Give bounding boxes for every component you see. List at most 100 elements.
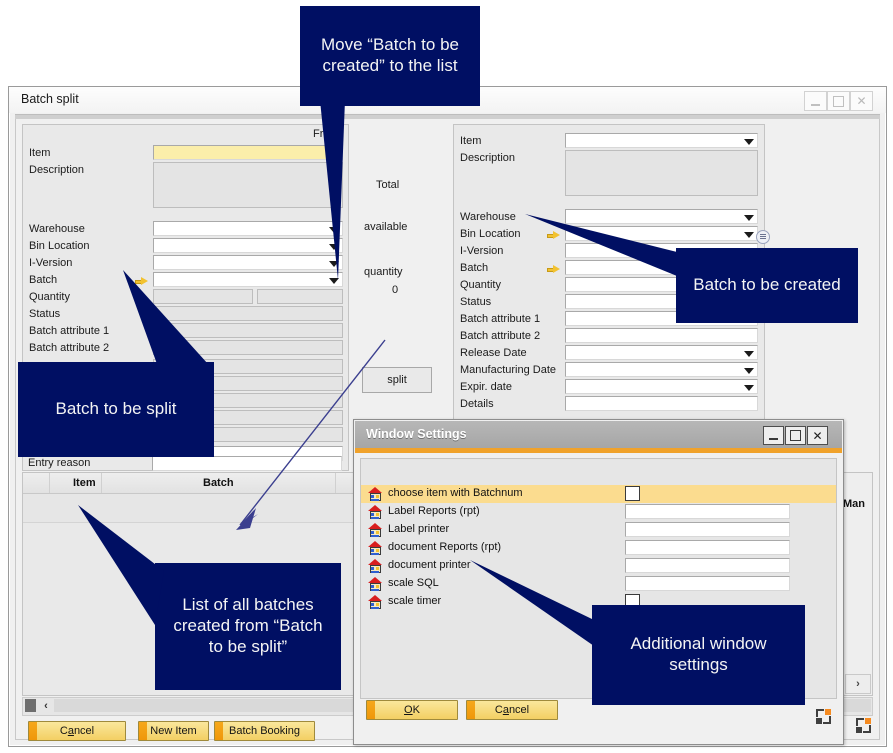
field-manufacturing-date-right: Manufacturing Date (454, 362, 764, 379)
settings-row-label: Label printer (388, 523, 450, 535)
close-icon[interactable]: ✕ (850, 91, 873, 111)
batch-booking-button[interactable]: Batch Booking (214, 721, 315, 741)
settings-row-label-printer[interactable]: Label printer (361, 521, 836, 539)
maximize-icon[interactable] (785, 426, 806, 445)
field-label: Quantity (460, 279, 501, 291)
batch-combo-left[interactable] (153, 272, 343, 287)
split-controls: Total available quantity 0 split (352, 124, 450, 469)
field-label: I-Version (29, 257, 73, 269)
field-expir-date-right: Expir. date (454, 379, 764, 396)
field-label: Batch (29, 274, 58, 286)
settings-row-label: choose item with Batchnum (388, 487, 523, 499)
entry-reason-field-left[interactable] (152, 456, 342, 471)
house-icon (368, 541, 382, 555)
dialog-title: Window Settings (366, 427, 467, 441)
grid-col-man[interactable]: Man (843, 498, 865, 510)
minimize-icon[interactable] (804, 91, 827, 111)
scale-sql-input[interactable] (625, 576, 790, 591)
field-item-left: Item (23, 145, 348, 162)
choose-item-with-batchnum-checkbox[interactable] (625, 486, 640, 501)
field-status-left: Status (23, 306, 348, 323)
quantity-value-left[interactable] (153, 289, 253, 304)
list-circle-icon[interactable] (756, 230, 770, 244)
page-title: Batch split (21, 92, 79, 106)
close-icon[interactable]: ✕ (807, 426, 828, 445)
field-label: Bin Location (29, 240, 90, 252)
scrollbar-grip[interactable] (25, 699, 36, 712)
resize-grip-icon[interactable] (816, 709, 831, 724)
grid-col-item[interactable]: Item (73, 477, 96, 489)
field-label: Batch attribute 1 (460, 313, 541, 325)
manufacturing-date-combo-right[interactable] (565, 362, 758, 377)
grid-col-batch[interactable]: Batch (203, 477, 234, 489)
field-label: Batch (460, 262, 489, 274)
label-printer-input[interactable] (625, 522, 790, 537)
description-textarea-left[interactable] (153, 162, 343, 208)
field-entry-reason-left: Entry reason (22, 455, 347, 472)
total-label: Total (376, 179, 400, 191)
quantity-value: 0 (392, 284, 399, 296)
field-quantity-left: Quantity (23, 289, 348, 306)
scroll-left-button[interactable]: ‹ (44, 699, 48, 712)
split-button[interactable]: split (362, 367, 432, 393)
bin-location-combo-left[interactable] (153, 238, 343, 253)
maximize-icon[interactable] (827, 91, 850, 111)
description-textarea-right[interactable] (565, 150, 758, 196)
settings-row-label-reports[interactable]: Label Reports (rpt) (361, 503, 836, 521)
field-label: Item (29, 147, 51, 159)
chevron-down-icon (329, 278, 339, 284)
field-batch-attr1-left: Batch attribute 1 (23, 323, 348, 340)
i-version-combo-left[interactable] (153, 255, 343, 270)
field-label: Description (29, 164, 85, 176)
label-reports-input[interactable] (625, 504, 790, 519)
yellow-arrow-icon (135, 277, 148, 286)
field-warehouse-left: Warehouse (23, 221, 348, 238)
field-label: Batch attribute 2 (460, 330, 541, 342)
document-printer-input[interactable] (625, 558, 790, 573)
ok-button[interactable]: OK (366, 700, 458, 720)
settings-row-scale-sql[interactable]: scale SQL (361, 575, 836, 593)
expir-date-combo-right[interactable] (565, 379, 758, 394)
minimize-icon[interactable] (763, 426, 784, 445)
grid-scroll-right-button[interactable]: › (845, 674, 871, 694)
settings-row-label: scale SQL (388, 577, 439, 589)
callout-move-batch-arrow (236, 339, 386, 530)
resize-grip-icon[interactable] (856, 718, 871, 733)
chevron-down-icon (744, 232, 754, 238)
field-label: Warehouse (460, 211, 516, 223)
yellow-arrow-icon (547, 231, 560, 240)
settings-row-choose-item-with-batchnum[interactable]: choose item with Batchnum (361, 485, 836, 503)
warehouse-combo-right[interactable] (565, 209, 758, 224)
batch-attr2-field-right[interactable] (565, 328, 758, 343)
cancel-button[interactable]: Cancel (28, 721, 126, 741)
field-warehouse-right: Warehouse (454, 209, 764, 226)
new-item-button[interactable]: New Item (138, 721, 209, 741)
field-batch-attr2-right: Batch attribute 2 (454, 328, 764, 345)
callout-batch-to-be-split: Batch to be split (18, 362, 214, 457)
field-label: Batch attribute 1 (29, 325, 110, 337)
dialog-cancel-button[interactable]: Cancel (466, 700, 558, 720)
accent-bar (355, 448, 842, 453)
settings-row-document-printer[interactable]: document printer (361, 557, 836, 575)
chevron-down-icon (329, 244, 339, 250)
field-label: Status (29, 308, 61, 320)
callout-list-of-batches-tail (78, 505, 164, 625)
details-field-right[interactable] (565, 396, 758, 411)
callout-additional-settings: Additional window settings (592, 605, 805, 705)
settings-row-document-reports[interactable]: document Reports (rpt) (361, 539, 836, 557)
yellow-arrow-icon (547, 265, 560, 274)
release-date-combo-right[interactable] (565, 345, 758, 360)
house-icon (368, 595, 382, 609)
quantity-unit-left[interactable] (257, 289, 343, 304)
field-description-right: Description (454, 150, 764, 200)
field-item-right: Item (454, 133, 764, 150)
chevron-down-icon (744, 385, 754, 391)
item-combo-right[interactable] (565, 133, 758, 148)
house-icon (368, 559, 382, 573)
field-details-right: Details (454, 396, 764, 413)
field-label: Warehouse (29, 223, 85, 235)
dialog-footer: OK Cancel (360, 700, 837, 728)
chevron-down-icon (744, 139, 754, 145)
document-reports-input[interactable] (625, 540, 790, 555)
field-label: Expir. date (460, 381, 512, 393)
